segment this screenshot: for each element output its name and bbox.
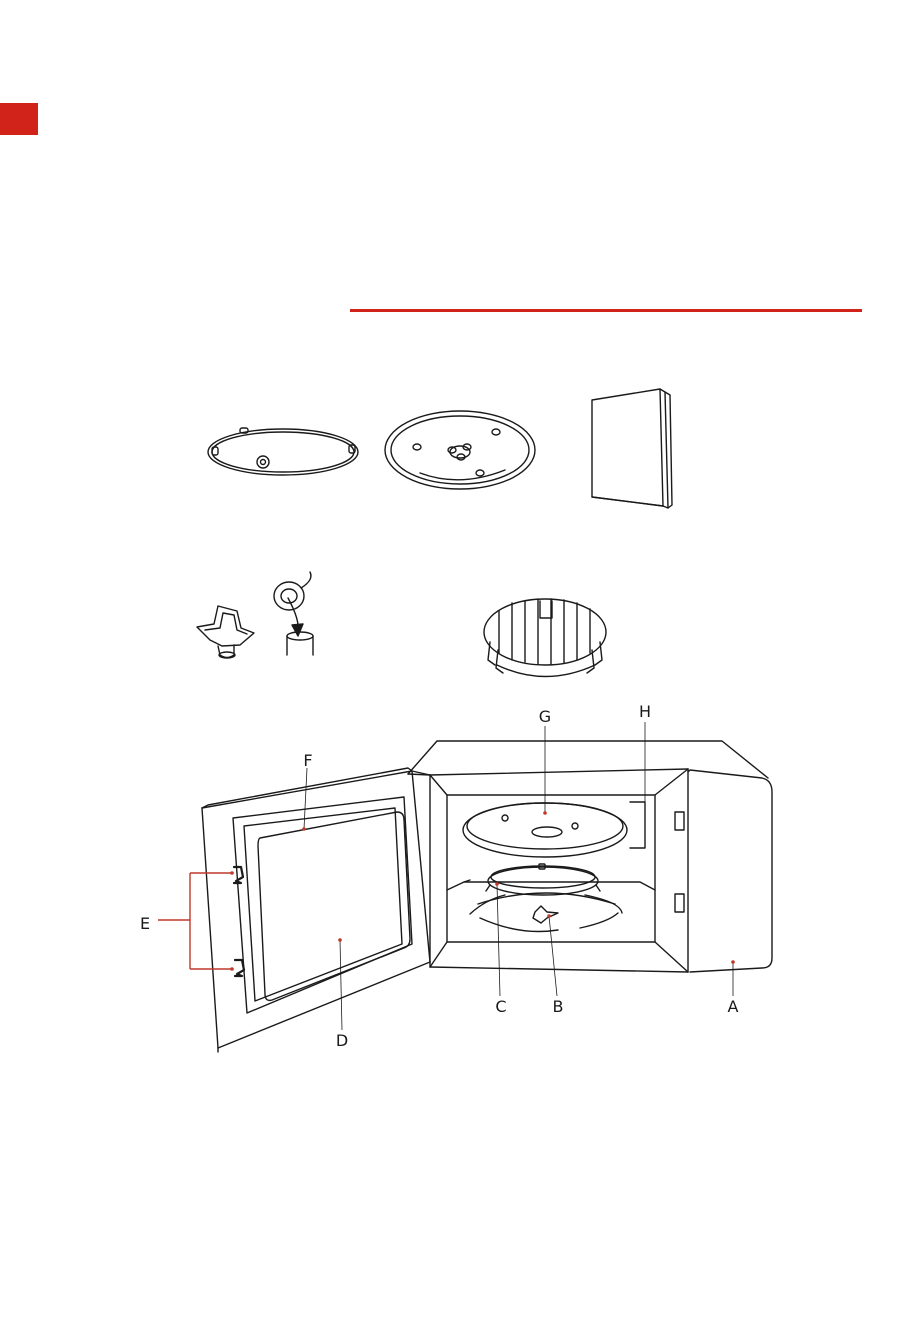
control-panel-housing (675, 770, 772, 972)
door-latch-hooks (234, 867, 244, 976)
leader-line-d (340, 940, 342, 1030)
manual-booklet-illustration (592, 389, 672, 508)
leader-line-f (304, 768, 307, 829)
cavity-interior (430, 769, 688, 972)
roller-ring-illustration (208, 428, 358, 475)
callout-label-e: E (140, 914, 150, 933)
leader-line-b (549, 916, 557, 996)
callout-label-b: B (553, 997, 564, 1016)
microwave-door (202, 768, 430, 1052)
callout-label-g: G (539, 707, 551, 726)
waveguide-cover (630, 802, 645, 848)
callout-label-a: A (728, 997, 739, 1016)
leader-bracket-e (158, 873, 232, 969)
callout-label-c: C (495, 997, 506, 1016)
callout-label-f: F (303, 751, 312, 770)
leader-endpoints (230, 811, 735, 971)
leader-line-c (497, 884, 500, 996)
glass-tray-illustration (385, 411, 535, 489)
callout-label-d: D (336, 1031, 348, 1050)
callout-label-h: H (639, 702, 651, 721)
coupler-illustration (197, 606, 254, 658)
door-glass-panel (258, 812, 410, 1000)
coupler-fitting-illustration (274, 572, 313, 655)
wire-rack-illustration (484, 599, 606, 677)
cavity-roller-ring (470, 864, 622, 932)
microwave-body (408, 741, 768, 972)
